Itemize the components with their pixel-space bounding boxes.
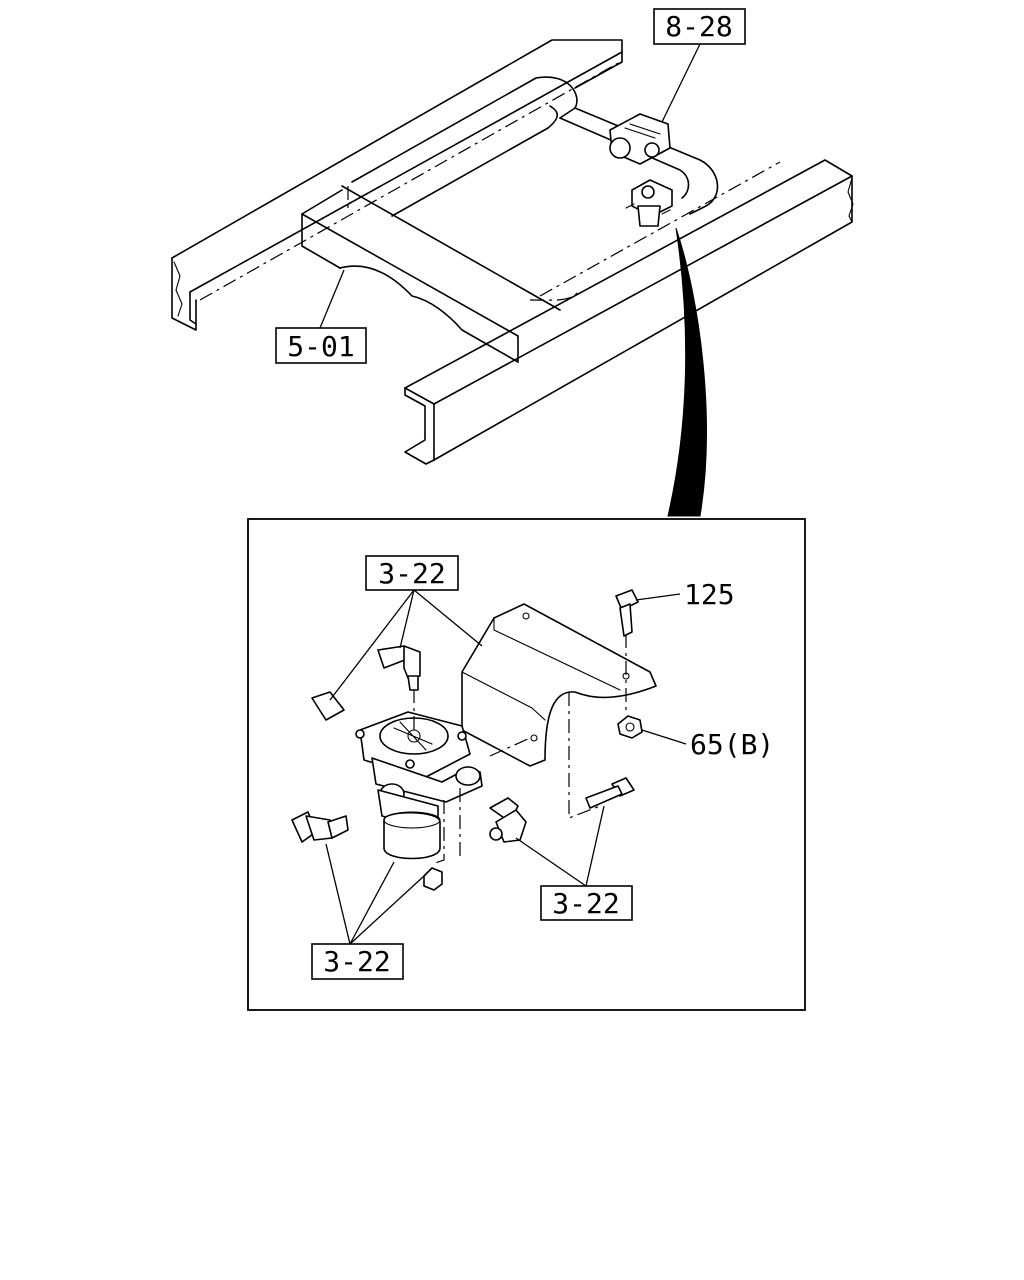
callout-3-22-right: 3-22 <box>540 885 633 921</box>
callout-8-28: 8-28 <box>653 8 746 45</box>
right-side-rail <box>404 159 854 465</box>
callout-3-22-top-label: 3-22 <box>378 557 445 590</box>
elbow-fitting-right <box>489 797 527 843</box>
chassis-frame <box>171 39 854 465</box>
callout-3-22-left-label: 3-22 <box>323 945 390 978</box>
detail-frame <box>247 518 806 1011</box>
elbow-fitting-left <box>291 811 349 843</box>
valve-nut <box>423 867 443 891</box>
bolt-125 <box>615 589 681 637</box>
plug-fitting-left-top <box>311 691 345 721</box>
callout-3-22-right-label: 3-22 <box>552 887 619 920</box>
callout-65b-label: 65(B) <box>690 728 774 761</box>
elbow-fitting-top <box>377 645 421 691</box>
callout-5-01: 5-01 <box>275 327 367 364</box>
bracket-bolt <box>585 777 635 809</box>
frame-tube <box>351 76 719 217</box>
left-side-rail <box>171 39 623 331</box>
nut-65b <box>617 715 687 745</box>
frame-relay-valve <box>625 179 673 227</box>
relay-valve <box>355 690 483 865</box>
callout-8-28-label: 8-28 <box>665 10 732 43</box>
valve-mounting-bracket <box>461 603 657 819</box>
callout-3-22-left: 3-22 <box>311 943 404 980</box>
detail-connector <box>667 227 707 517</box>
crossmember <box>301 185 561 363</box>
callout-5-01-label: 5-01 <box>287 330 354 363</box>
frame-mounted-valve <box>609 113 671 165</box>
callout-125-label: 125 <box>684 578 735 611</box>
callout-3-22-top: 3-22 <box>365 555 459 591</box>
